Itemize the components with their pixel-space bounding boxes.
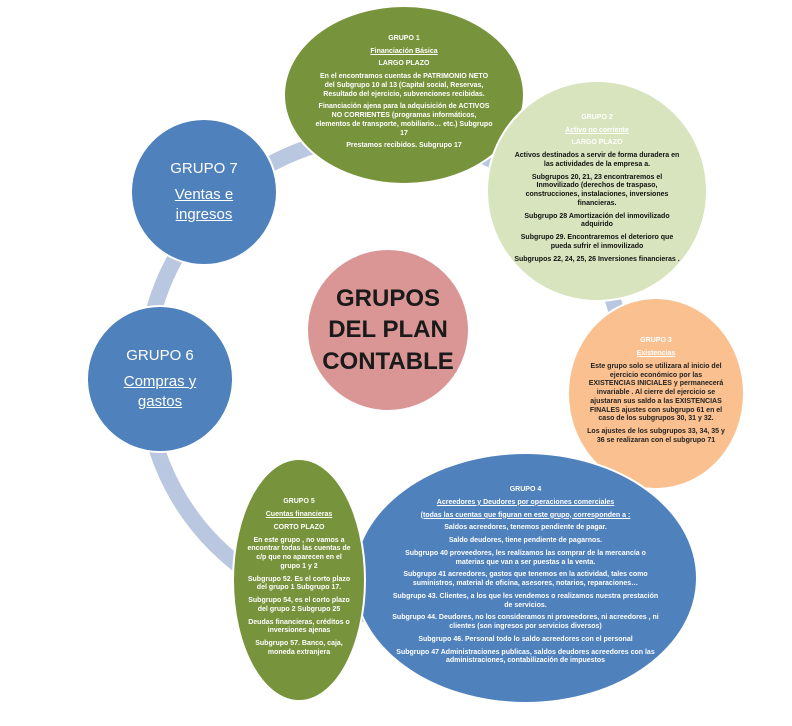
grupo5-node: GRUPO 5 Cuentas financieras CORTO PLAZO …	[232, 458, 366, 702]
grupo4-subtitle: Acreedores y Deudores por operaciones co…	[436, 498, 615, 506]
grupo4-item: Subgrupo 43. Clientes, a los que les ven…	[392, 592, 659, 609]
center-line-1: GRUPOS	[335, 285, 440, 313]
grupo5-item: Subgrupo 57. Banco, caja, moneda extranj…	[255, 640, 343, 656]
grupo4-item: Subgrupo 44. Deudores, no los consideram…	[392, 614, 659, 630]
grupo5-title: GRUPO 5	[283, 498, 315, 506]
grupo2-p3: Subgrupo 28 Amortización del inmovilizad…	[524, 212, 670, 229]
grupo2-p4: Subgrupo 29. Encontraremos el deterioro …	[520, 234, 674, 250]
grupo3-p2: Los ajustes de los subgrupos 33, 34, 35 …	[587, 428, 725, 444]
grupo1-term: LARGO PLAZO	[378, 60, 430, 68]
grupo2-term: LARGO PLAZO	[571, 139, 623, 147]
grupo4-item: Subgrupo 40 proveedores, les realizamos …	[405, 549, 646, 566]
grupo4-note: (todas las cuentas que figuran en este g…	[420, 511, 631, 519]
grupo2-node: GRUPO 2 Activo no corriente LARGO PLAZO …	[486, 80, 708, 302]
center-line-3: CONTABLE	[322, 347, 454, 375]
grupo3-title: GRUPO 3	[640, 337, 672, 345]
grupo1-p3: Prestamos recibidos. Subgrupo 17	[346, 142, 462, 150]
grupo5-term: CORTO PLAZO	[273, 523, 325, 531]
grupo4-item: Subgrupo 41 acreedores, gastos que tenem…	[403, 571, 648, 587]
grupo6-node: GRUPO 6 Compras y gastos	[86, 305, 234, 453]
grupo1-node: GRUPO 1 Financiación Básica LARGO PLAZO …	[283, 5, 525, 185]
grupo4-item: Subgrupo 46. Personal todo lo saldo acre…	[418, 635, 633, 643]
grupo5-item: Subgrupo 52. Es el corto plazo del grupo…	[247, 575, 351, 592]
grupo5-item: Deudas financieras, créditos o inversion…	[248, 618, 350, 635]
grupo2-p5: Subgrupos 22, 24, 25, 26 Inversiones fin…	[514, 255, 680, 263]
grupo3-p1: Este grupo solo se utilizara al inicio d…	[588, 362, 724, 423]
grupo7-subtitle: Ventas e ingresos	[174, 186, 234, 223]
grupo4-item: Saldos acreedores, tenemos pendiente de …	[444, 524, 607, 532]
grupo5-item: Subgrupo 54, es el corto plazo del grupo…	[248, 597, 350, 613]
grupo4-node: GRUPO 4 Acreedores y Deudores por operac…	[353, 452, 698, 704]
grupo6-title: GRUPO 6	[126, 347, 194, 364]
grupo4-item: Saldo deudores, tiene pendiente de pagar…	[448, 537, 603, 544]
grupo4-title: GRUPO 4	[509, 486, 542, 493]
grupo2-subtitle: Activo no corriente	[565, 126, 629, 134]
grupo3-node: GRUPO 3 Existencias Este grupo solo se u…	[567, 297, 745, 490]
grupo1-p2: Financiación ajena para la adquisición d…	[315, 103, 493, 137]
grupo2-p1: Activos destinados a servir de forma dur…	[514, 152, 680, 168]
center-line-2: DEL PLAN	[328, 316, 448, 344]
grupo3-subtitle: Existencias	[636, 350, 676, 358]
grupo5-subtitle: Cuentas financieras	[265, 511, 333, 519]
grupo2-p2: Subgrupos 20, 21, 23 encontraremos el In…	[525, 173, 669, 207]
grupo7-node: GRUPO 7 Ventas e ingresos	[130, 118, 278, 266]
center-node: GRUPOS DEL PLAN CONTABLE	[306, 248, 470, 412]
grupo5-item: En este grupo , no vamos a encontrar tod…	[247, 536, 351, 570]
grupo1-p1: En el encontramos cuentas de PATRIMONIO …	[319, 73, 489, 98]
grupo1-subtitle: Financiación Básica	[370, 47, 438, 55]
grupo6-subtitle: Compras y gastos	[123, 373, 197, 410]
grupo1-title: GRUPO 1	[388, 34, 420, 42]
grupo2-title: GRUPO 2	[581, 113, 613, 121]
grupo7-title: GRUPO 7	[170, 160, 238, 177]
grupo4-item: Subgrupo 47 Administraciones publicas, s…	[396, 648, 655, 665]
